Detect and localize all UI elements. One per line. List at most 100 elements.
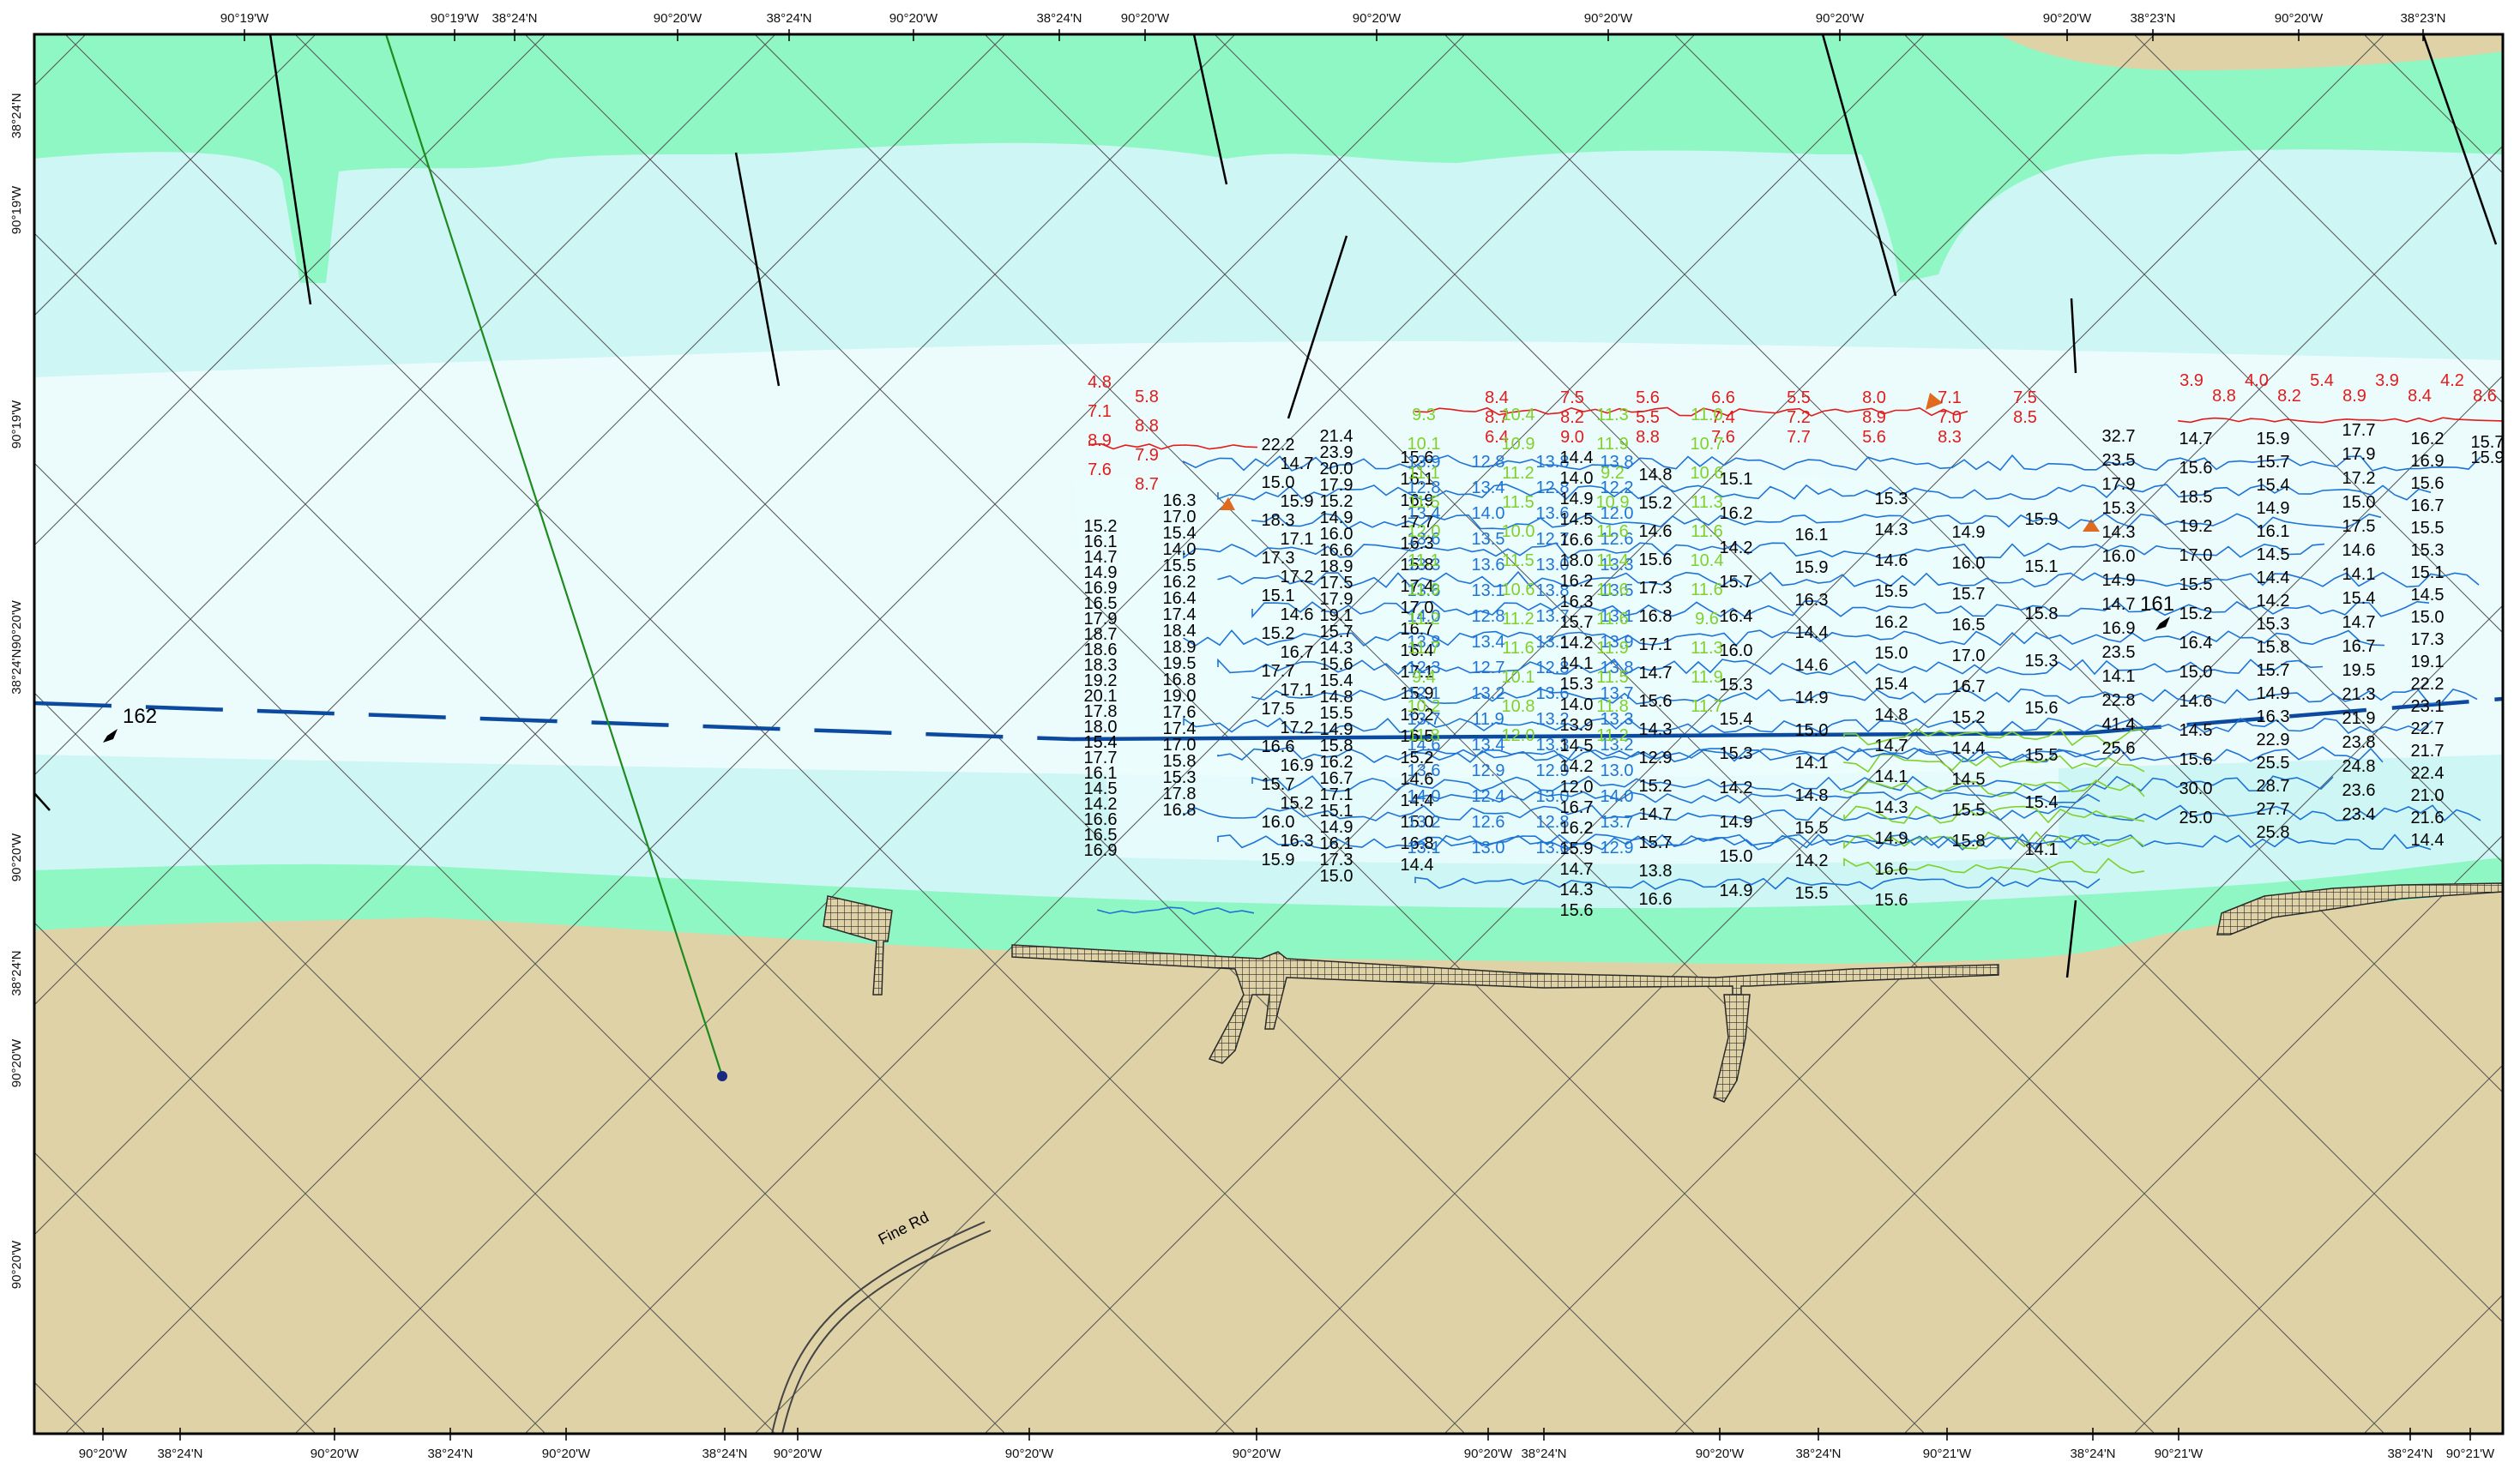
frame-label-bottom: 90°20'W	[774, 1447, 823, 1461]
depth-sounding: 19.2	[2179, 517, 2213, 536]
depth-sounding: 4.0	[2245, 371, 2269, 390]
depth-sounding: 12.9	[1601, 839, 1634, 857]
depth-sounding: 19.1	[1320, 606, 1353, 625]
depth-sounding: 16.2	[1163, 573, 1197, 592]
depth-sounding: 11.9	[1596, 435, 1628, 454]
depth-sounding: 15.6	[2179, 750, 2213, 769]
depth-sounding: 15.4	[2025, 793, 2059, 812]
depth-sounding: 15.2	[1262, 624, 1295, 643]
depth-sounding: 16.8	[1401, 834, 1434, 853]
depth-sounding: 25.0	[2179, 809, 2213, 827]
depth-sounding: 18.0	[1084, 718, 1118, 737]
frame-label-bottom: 90°20'W	[1696, 1447, 1745, 1461]
depth-sounding: 15.5	[1875, 582, 1908, 601]
contour-line	[1414, 833, 2101, 847]
depth-sounding: 14.4	[2257, 569, 2290, 587]
depth-sounding: 12.8	[1536, 478, 1570, 497]
depth-sounding: 11.3	[1691, 639, 1722, 658]
grid-line	[2133, 34, 2503, 404]
frame-label-bottom: 90°20'W	[310, 1447, 359, 1461]
depth-sounding: 14.1	[1560, 654, 1594, 673]
marker-162-icon	[103, 729, 118, 743]
depth-sounding: 15.1	[1320, 802, 1353, 821]
frame-label-top: 90°19'W	[220, 11, 269, 26]
grid-line	[1903, 834, 2503, 1434]
depth-sounding: 13.4	[1472, 478, 1505, 497]
contour-line	[1251, 513, 2382, 530]
depth-sounding: 14.2	[1084, 795, 1118, 814]
depth-sounding: 15.3	[2257, 615, 2290, 634]
depth-sounding: 14.7	[1639, 664, 1673, 683]
depth-sounding: 15.7	[1720, 573, 1753, 592]
depth-sounding: 15.9	[1262, 851, 1295, 869]
depth-sounding: 15.5	[2179, 575, 2213, 594]
frame-label-bottom: 90°21'W	[1923, 1447, 1972, 1461]
marker-162[interactable]: 162	[103, 705, 157, 743]
depth-sounding: 13.5	[1472, 530, 1505, 549]
depth-sounding: 12.0	[1601, 504, 1634, 523]
depth-sounding: 14.9	[1720, 881, 1753, 900]
depth-sounding: 17.0	[1163, 508, 1197, 526]
contour-line	[1183, 629, 2385, 647]
depth-sounding: 14.8	[1320, 688, 1353, 707]
depth-sounding: 21.6	[2411, 809, 2445, 827]
depth-sounding: 13.1	[1408, 839, 1441, 857]
depth-sounding: 16.0	[2102, 547, 2136, 566]
depth-sounding: 18.5	[2179, 488, 2213, 507]
depth-sounding: 15.2	[1639, 777, 1673, 796]
depth-sounding: 14.9	[1560, 490, 1594, 508]
grid-line	[34, 922, 546, 1434]
frame-label-top: 90°19'W	[431, 11, 479, 26]
depth-sounding: 16.0	[1720, 641, 1753, 660]
depth-sounding: 13.6	[1536, 684, 1570, 703]
depth-sounding: 5.4	[2310, 371, 2334, 390]
depth-sounding: 10.9	[1596, 493, 1630, 512]
pier-main	[1011, 944, 1999, 1064]
depth-sounding: 41.4	[2102, 715, 2136, 734]
depth-sounding: 15.4	[1163, 524, 1197, 543]
depth-sounding: 21.4	[1320, 427, 1353, 446]
depth-sounding: 7.4	[1711, 408, 1735, 427]
depth-sounding: 21.9	[2342, 709, 2376, 728]
depth-sounding: 14.1	[1875, 767, 1908, 786]
depth-sounding: 16.9	[1281, 756, 1314, 775]
depth-sounding: 16.4	[1163, 589, 1197, 608]
depth-sounding: 15.8	[1401, 556, 1434, 575]
depth-sounding: 15.9	[2471, 448, 2505, 467]
survey-track-endpoint	[717, 1071, 727, 1081]
frame-label-bottom: 90°21'W	[2446, 1447, 2495, 1461]
depth-sounding: 14.0	[1408, 787, 1441, 806]
contour-line	[1843, 754, 2145, 773]
depth-sounding: 12.2	[1601, 478, 1634, 497]
depth-sounding: 15.4	[1875, 675, 1908, 694]
depth-sounding: 13.0	[1536, 556, 1570, 575]
depth-sounding: 16.3	[1795, 591, 1829, 610]
depth-sounding: 11.2	[1408, 610, 1439, 629]
depth-contours	[1088, 406, 2503, 915]
depth-sounding: 12.6	[1601, 530, 1634, 549]
frame-label-left: 90°20'W	[9, 833, 24, 881]
depth-sounding: 21.7	[2411, 742, 2445, 761]
depth-sounding: 12.8	[1536, 813, 1570, 832]
depth-sounding: 14.0	[1560, 695, 1594, 714]
depth-sounding: 16.0	[1262, 813, 1295, 832]
depth-sounding: 9.3	[1412, 406, 1436, 424]
depth-sounding: 15.6	[1639, 692, 1673, 711]
frame-label-bottom: 38°24'N	[1795, 1447, 1841, 1461]
contour-line	[1217, 746, 2384, 763]
depth-sounding: 15.2	[1639, 494, 1673, 513]
depth-sounding: 13.8	[1536, 581, 1570, 600]
grid-line	[34, 34, 1006, 1006]
depth-sounding: 13.6	[1536, 839, 1570, 857]
survey-track-line	[384, 34, 724, 1077]
depth-sounding: 16.4	[1401, 641, 1434, 660]
depth-sounding: 13.3	[1408, 556, 1441, 575]
contour-line	[1183, 542, 2325, 559]
depth-sounding: 14.2	[1795, 851, 1829, 870]
marker-161[interactable]: 161	[2140, 593, 2174, 630]
depth-sounding: 11.5	[1596, 668, 1628, 687]
depth-sounding: 14.4	[1401, 856, 1434, 875]
contour-line	[1183, 804, 2481, 822]
depth-sounding: 18.7	[1084, 625, 1118, 644]
